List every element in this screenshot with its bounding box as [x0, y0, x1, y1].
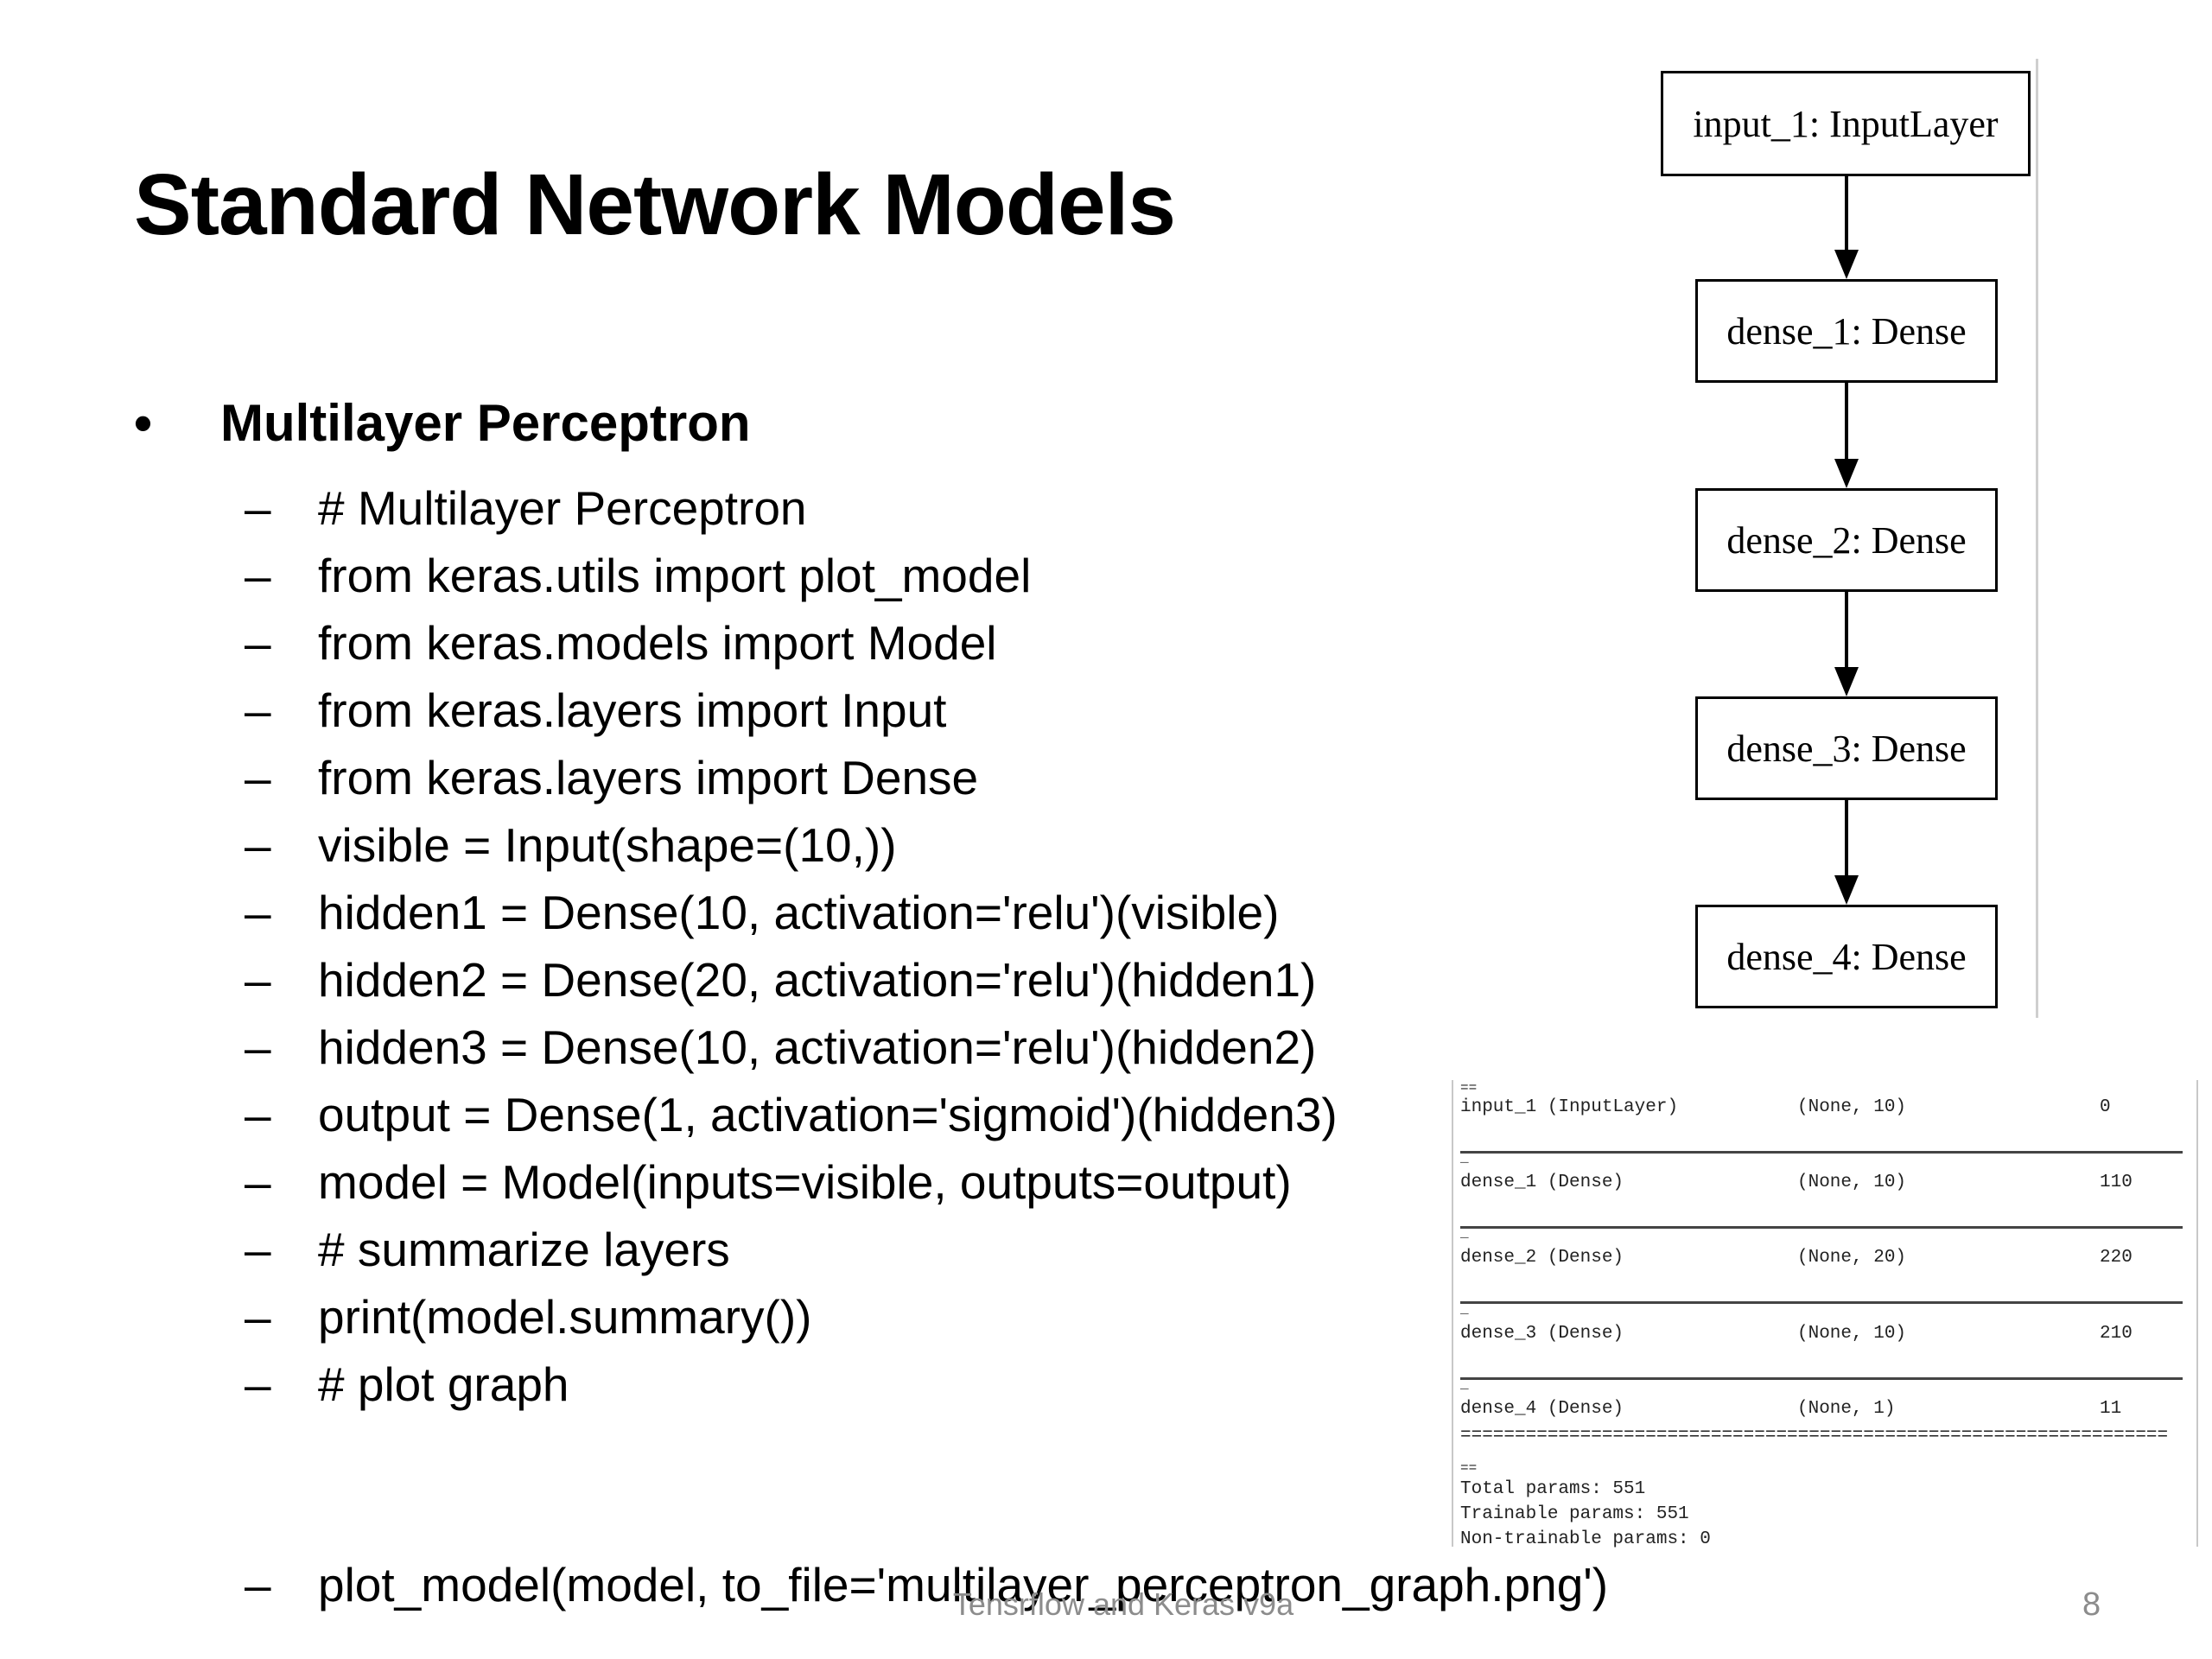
code-line-text: hidden1 = Dense(10, activation='relu')(v…	[318, 886, 1280, 939]
summary-top-mark: ==	[1460, 1080, 1478, 1096]
row-separator	[1460, 1377, 2183, 1380]
code-line-text: output = Dense(1, activation='sigmoid')(…	[318, 1088, 1338, 1141]
code-line-text: from keras.utils import plot_model	[318, 549, 1032, 602]
total-params: Total params: 551	[1460, 1479, 1646, 1499]
dash-marker: –	[245, 549, 271, 602]
slide-title: Standard Network Models	[134, 156, 1176, 253]
code-line-text: model = Model(inputs=visible, outputs=ou…	[318, 1155, 1292, 1209]
code-line-text: from keras.layers import Input	[318, 683, 947, 737]
output-shape: (None, 20)	[1797, 1248, 1907, 1268]
param-count: 0	[2100, 1097, 2111, 1117]
dash-marker: –	[245, 1155, 271, 1209]
layer-name: dense_3 (Dense)	[1460, 1324, 1624, 1344]
layer-name: dense_1 (Dense)	[1460, 1173, 1624, 1192]
trainable-params: Trainable params: 551	[1460, 1504, 1689, 1524]
arrow-head-icon	[1834, 875, 1859, 905]
output-shape: (None, 1)	[1797, 1399, 1896, 1419]
summary-row: input_1 (InputLayer) (None, 10) 0	[1460, 1097, 2186, 1123]
row-prefix-mark: _	[1460, 1301, 1469, 1317]
arrow-head-icon	[1834, 459, 1859, 488]
row-separator	[1460, 1226, 2183, 1229]
layer-name: input_1 (InputLayer)	[1460, 1097, 1679, 1117]
code-line-text: hidden2 = Dense(20, activation='relu')(h…	[318, 953, 1317, 1007]
page-number: 8	[2082, 1586, 2101, 1623]
code-line-text: plot_model(model, to_file='multilayer_pe…	[318, 1558, 1609, 1611]
graph-edge	[1845, 176, 1848, 251]
graph-node: dense_3: Dense	[1695, 696, 1998, 800]
graph-node: input_1: InputLayer	[1661, 71, 2031, 176]
dash-marker: –	[245, 616, 271, 670]
model-summary-output: ==input_1 (InputLayer)(None, 10)0_dense_…	[1452, 1080, 2198, 1549]
row-prefix-mark: _	[1460, 1150, 1469, 1166]
graph-node: dense_1: Dense	[1695, 279, 1998, 383]
equals-divider: ========================================…	[1460, 1426, 2169, 1446]
row-prefix-mark: _	[1460, 1225, 1469, 1241]
dash-marker: –	[245, 953, 271, 1007]
param-count: 11	[2100, 1399, 2122, 1419]
output-shape: (None, 10)	[1797, 1097, 1907, 1117]
dash-marker: –	[245, 1290, 271, 1344]
summary-row: dense_1 (Dense) (None, 10) 110	[1460, 1173, 2186, 1198]
dash-marker: –	[245, 481, 271, 535]
summary-bottom-mark: ==	[1460, 1460, 1478, 1476]
arrow-head-icon	[1834, 667, 1859, 696]
dash-marker: –	[245, 683, 271, 737]
graph-edge	[1845, 383, 1848, 461]
graph-divider	[2036, 59, 2038, 1018]
row-prefix-mark: _	[1460, 1376, 1469, 1392]
code-line-text: # plot graph	[318, 1357, 569, 1411]
output-shape: (None, 10)	[1797, 1173, 1907, 1192]
code-line-text: # summarize layers	[318, 1223, 730, 1276]
code-line-text: from keras.layers import Dense	[318, 751, 979, 804]
bullet-heading: Multilayer Perceptron	[220, 394, 751, 452]
dash-marker: –	[245, 886, 271, 939]
dash-marker: –	[245, 1223, 271, 1276]
graph-edge	[1845, 800, 1848, 877]
summary-row: dense_3 (Dense) (None, 10) 210	[1460, 1324, 2186, 1350]
row-separator	[1460, 1301, 2183, 1304]
code-line-text: hidden3 = Dense(10, activation='relu')(h…	[318, 1020, 1317, 1074]
row-separator	[1460, 1151, 2183, 1154]
dash-marker: –	[245, 751, 271, 804]
non-trainable-params: Non-trainable params: 0	[1460, 1529, 1711, 1549]
code-line-text: from keras.models import Model	[318, 616, 997, 670]
graph-edge	[1845, 592, 1848, 669]
code-line-text: print(model.summary())	[318, 1290, 812, 1344]
dash-marker: –	[245, 1357, 271, 1411]
bullet-symbol: •	[134, 394, 153, 452]
dash-marker: –	[245, 1020, 271, 1074]
param-count: 110	[2100, 1173, 2133, 1192]
layer-name: dense_4 (Dense)	[1460, 1399, 1624, 1419]
layer-name: dense_2 (Dense)	[1460, 1248, 1624, 1268]
output-shape: (None, 10)	[1797, 1324, 1907, 1344]
arrow-head-icon	[1834, 250, 1859, 279]
dash-marker: –	[245, 1558, 271, 1611]
code-line-text: # Multilayer Perceptron	[318, 481, 807, 535]
param-count: 220	[2100, 1248, 2133, 1268]
dash-marker: –	[245, 818, 271, 872]
param-count: 210	[2100, 1324, 2133, 1344]
graph-node: dense_4: Dense	[1695, 905, 1998, 1008]
graph-node: dense_2: Dense	[1695, 488, 1998, 592]
dash-marker: –	[245, 1088, 271, 1141]
code-line-text: visible = Input(shape=(10,))	[318, 818, 897, 872]
footer-text: Tensrflow and Keras v9a	[952, 1586, 1294, 1622]
summary-row: dense_2 (Dense) (None, 20) 220	[1460, 1248, 2186, 1274]
summary-row: dense_4 (Dense) (None, 1) 11	[1460, 1399, 2186, 1425]
